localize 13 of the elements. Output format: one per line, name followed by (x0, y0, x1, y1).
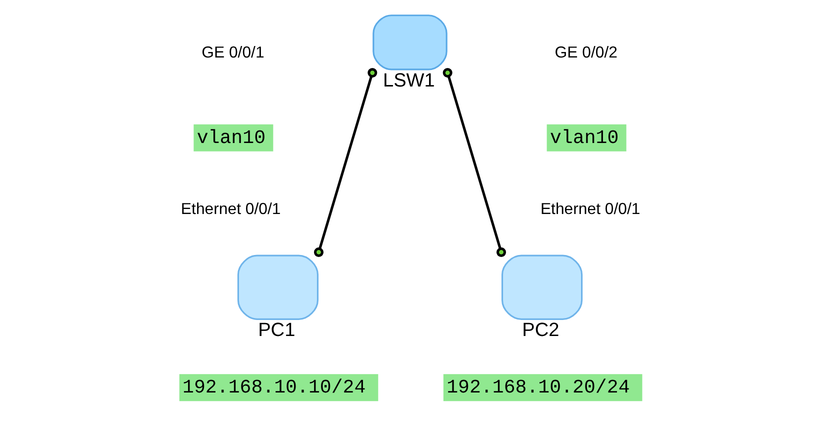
label: Ethernet 0/0/1 (180, 201, 281, 218)
label: GE 0/0/2 (554, 44, 618, 62)
label: GE 0/0/1 (202, 44, 264, 62)
node-label: PC1 (258, 320, 296, 342)
connector (314, 68, 378, 257)
node-label: LSW1 (382, 70, 435, 92)
node-label: PC2 (522, 320, 560, 342)
node-label: 192.168.10.20/24 (446, 376, 630, 399)
label: vlan10 (550, 126, 619, 149)
node-label: 192.168.10.10/24 (182, 376, 366, 399)
connector (442, 68, 506, 257)
label: vlan10 (196, 126, 266, 149)
label: Ethernet 0/0/1 (540, 201, 640, 218)
